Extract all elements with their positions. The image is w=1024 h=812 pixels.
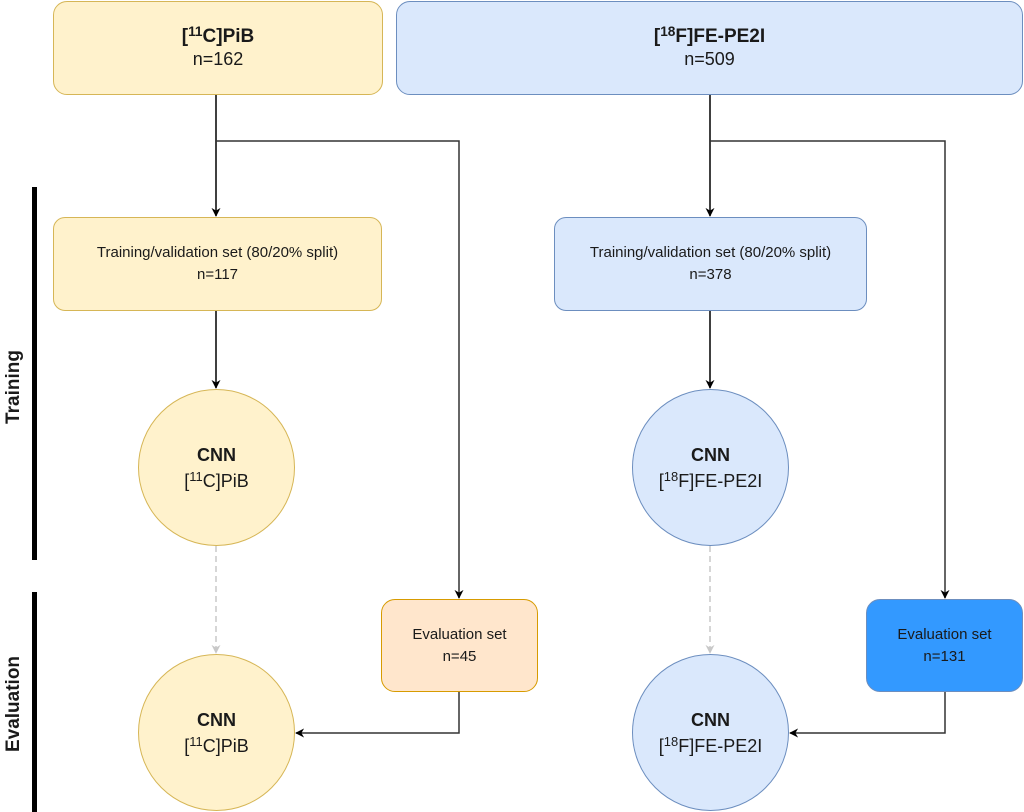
pib-cnn-evaluation-tracer: [11C]PiB [184,733,249,756]
fe-source-title: [18F]FE-PE2I [653,23,766,47]
fe-train-set-count: n=378 [689,266,732,283]
training-phase-label: Training [3,350,24,424]
pib-eval-set-label: Evaluation set [412,625,507,643]
pib-source-count: n=162 [192,49,244,69]
fe-eval-set-count: n=131 [923,647,966,665]
arrow-fe-eval-to-cnn [789,692,946,738]
fe-cnn-evaluation-tracer: [18F]FE-PE2I [658,733,763,756]
arrow-fe-source-to-eval [710,140,950,599]
fe-cnn-training: CNN [18F]FE-PE2I [632,389,789,546]
pib-train-set-box: Training/validation set (80/20% split) n… [53,217,382,311]
fe-eval-set-label: Evaluation set [897,625,992,643]
fe-eval-set-box: Evaluation set n=131 [866,599,1023,692]
fe-source-box: [18F]FE-PE2I n=509 [396,1,1023,95]
evaluation-phase-label: Evaluation [3,655,24,753]
arrow-pib-eval-to-cnn [295,692,460,738]
training-phase-bar [32,187,37,560]
fe-train-set-box: Training/validation set (80/20% split) n… [554,217,867,311]
fe-cnn-evaluation: CNN [18F]FE-PE2I [632,654,789,811]
pib-cnn-training-title: CNN [197,444,236,465]
pib-source-box: [11C]PiB n=162 [53,1,383,95]
pib-cnn-evaluation-title: CNN [197,709,236,730]
pib-cnn-evaluation: CNN [11C]PiB [138,654,295,811]
pib-cnn-training-tracer: [11C]PiB [184,468,249,491]
pib-eval-set-count: n=45 [442,647,477,665]
fe-cnn-training-tracer: [18F]FE-PE2I [658,468,763,491]
pib-source-title: [11C]PiB [181,23,255,47]
fe-train-set-label: Training/validation set (80/20% split) [589,244,832,261]
fe-source-count: n=509 [684,49,735,69]
fe-cnn-training-title: CNN [691,444,730,465]
fe-cnn-evaluation-title: CNN [691,709,730,730]
pib-train-set-count: n=117 [196,266,238,283]
pib-train-set-label: Training/validation set (80/20% split) [96,244,339,261]
arrow-pib-source-to-eval [216,140,464,599]
evaluation-phase-bar [32,592,37,812]
pib-cnn-training: CNN [11C]PiB [138,389,295,546]
pib-eval-set-box: Evaluation set n=45 [381,599,538,692]
